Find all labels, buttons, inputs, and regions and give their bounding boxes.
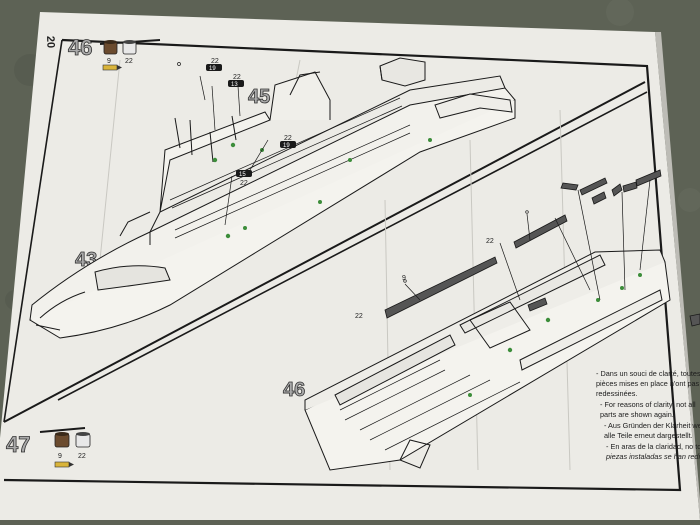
part-label-13: 13 bbox=[231, 82, 238, 88]
paint-pot-white-bottom bbox=[75, 432, 91, 448]
paint-ref-right-bottom: 22 bbox=[78, 453, 86, 460]
step-number-46-top: 46 bbox=[68, 35, 92, 60]
part-label-15: 15 bbox=[239, 172, 246, 178]
part-label-19b: 19 bbox=[283, 143, 290, 149]
paint-pot-brown-top bbox=[103, 40, 118, 55]
ship-hull-assembly bbox=[29, 57, 516, 339]
callout-lines-top bbox=[177, 62, 269, 226]
part-label-22c: 22 bbox=[284, 135, 292, 142]
note-de-line1: - Aus Gründen der Klarheit werde bbox=[604, 421, 700, 430]
instruction-page bbox=[0, 12, 700, 520]
note-fr-line2: pièces mises en place n'ont pas été bbox=[596, 379, 700, 388]
glue-marks-bottom bbox=[468, 273, 642, 397]
deck-assembly bbox=[304, 249, 671, 471]
step-number-47: 47 bbox=[6, 432, 30, 457]
clarity-note: - Dans un souci de clarté, toutes les pi… bbox=[596, 369, 700, 461]
paint-pot-brown-bottom bbox=[54, 432, 70, 448]
note-en-line2: parts are shown again. bbox=[600, 410, 674, 419]
diagonal-separator-inner bbox=[57, 91, 648, 401]
note-fr-line1: - Dans un souci de clarté, toutes les bbox=[596, 369, 700, 378]
part-badge-19a bbox=[206, 64, 222, 71]
part-badge-15 bbox=[236, 170, 252, 177]
part-label-9: 9 bbox=[402, 275, 406, 282]
loose-railing-parts bbox=[384, 169, 700, 327]
glue-tube-icon-bottom bbox=[54, 461, 74, 468]
part-label-22d: 22 bbox=[240, 180, 248, 187]
diagonal-separator bbox=[3, 81, 646, 423]
note-en-line1: - For reasons of clarity, not all bbox=[600, 400, 696, 409]
note-de-line2: alle Teile erneut dargestellt. bbox=[604, 431, 693, 440]
page-shadow-right bbox=[655, 32, 700, 520]
part-label-22b: 22 bbox=[233, 74, 241, 81]
step-number-46-bottom: 46 bbox=[283, 379, 305, 401]
part-label-22f: 22 bbox=[355, 313, 363, 320]
step-arrow-47 bbox=[39, 427, 86, 433]
paint-ref-right-top: 22 bbox=[125, 58, 133, 65]
glue-tube-icon-top bbox=[102, 64, 122, 71]
page-number: 20 bbox=[44, 36, 56, 49]
note-es-line1: - En aras de la claridad, no todas bbox=[606, 442, 700, 451]
part-label-19a: 19 bbox=[209, 66, 216, 72]
upper-panel-edge bbox=[3, 39, 63, 423]
note-es-line2: piezas instaladas se han redisei bbox=[605, 452, 700, 461]
part-badge-13 bbox=[228, 80, 244, 87]
part-label-22a: 22 bbox=[211, 58, 219, 65]
paint-ref-left-bottom: 9 bbox=[58, 453, 62, 460]
callout-lines-bottom bbox=[403, 179, 651, 301]
part-badge-19b bbox=[280, 141, 296, 148]
step-number-45: 45 bbox=[248, 86, 270, 108]
paint-ref-left-top: 9 bbox=[107, 58, 111, 65]
part-label-22e: 22 bbox=[486, 238, 494, 245]
note-fr-line3: redessinées. bbox=[596, 389, 637, 398]
paint-pot-white-top bbox=[122, 40, 137, 55]
